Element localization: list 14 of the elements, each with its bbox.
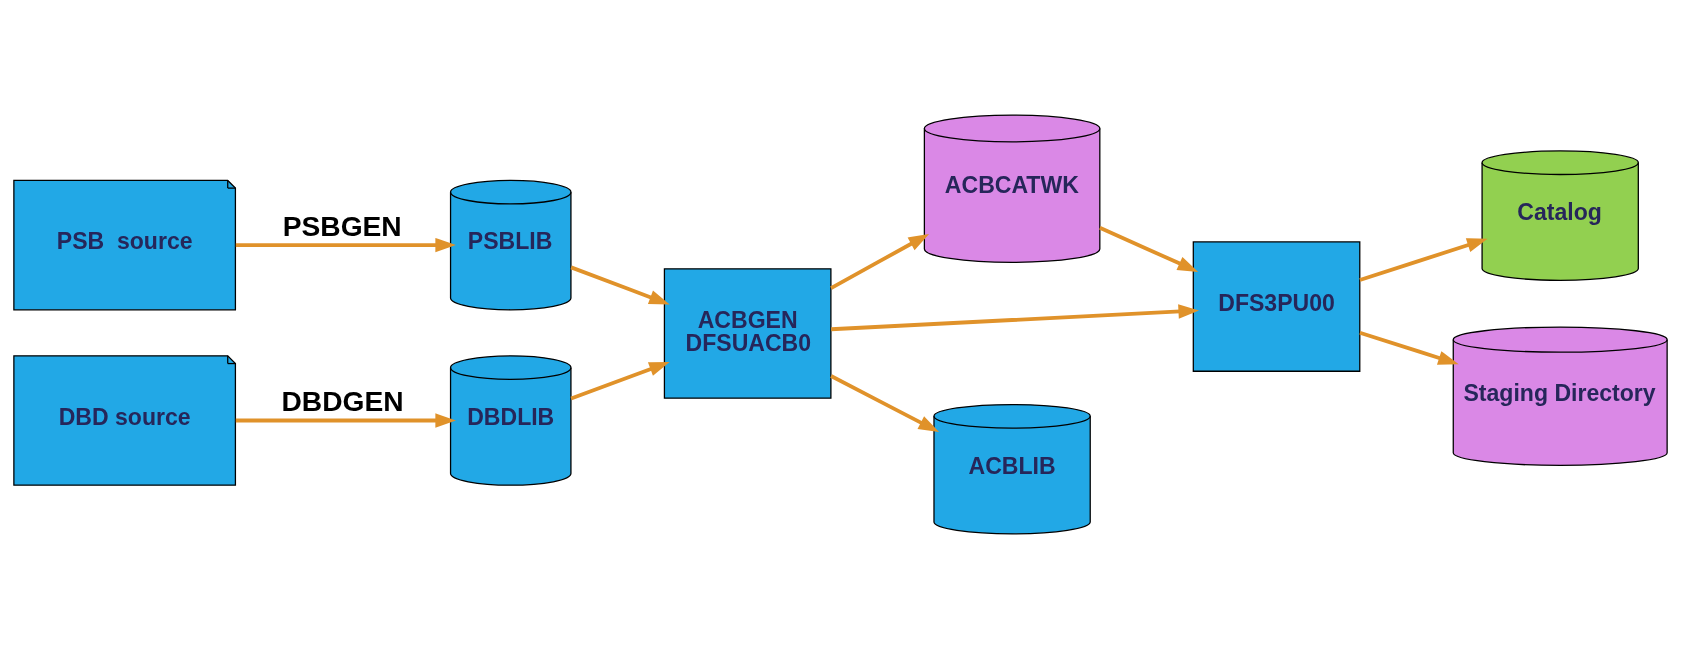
arrow [830, 374, 940, 432]
node-box: ACBGEN DFSUACB0 [663, 268, 832, 399]
arrow [570, 265, 670, 305]
arrow [1359, 238, 1488, 282]
arrow [235, 413, 456, 428]
edge-label: DBDGEN [281, 385, 404, 418]
arrow [1099, 225, 1199, 272]
arrow [1359, 330, 1459, 365]
arrow [235, 237, 456, 253]
edge-label: PSBGEN [282, 209, 402, 242]
arrow [570, 361, 670, 401]
node-box: DFS3PU00 [1192, 241, 1361, 372]
arrow [830, 233, 930, 290]
arrow [831, 304, 1199, 332]
